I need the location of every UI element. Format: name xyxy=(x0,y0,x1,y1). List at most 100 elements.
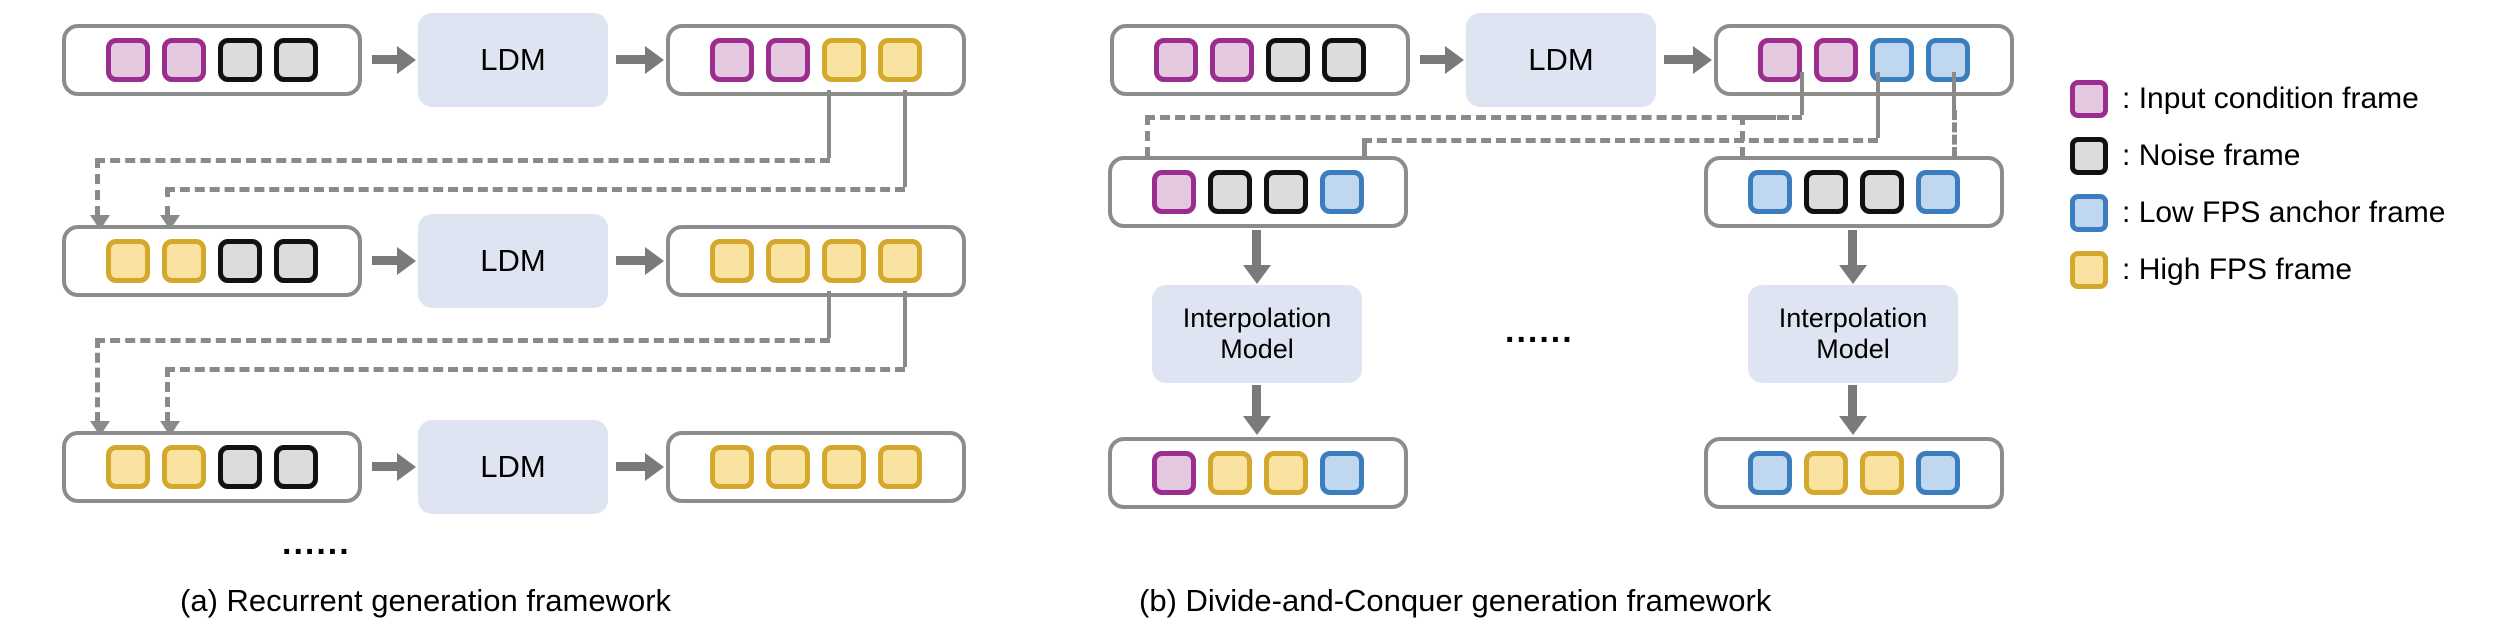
legend-text: Input condition frame xyxy=(2138,81,2419,115)
frame-input-condition xyxy=(162,38,206,82)
frame-high-fps xyxy=(1208,451,1252,495)
legend-swatch-input-condition xyxy=(2070,79,2108,118)
frame-noise xyxy=(274,445,318,489)
frame-noise xyxy=(218,239,262,283)
routing-stub xyxy=(1876,72,1880,138)
routing-arrow-down xyxy=(1357,138,1377,171)
frame-high-fps xyxy=(710,239,754,283)
frame-high-fps xyxy=(822,38,866,82)
panel-a-row1-output-strip xyxy=(666,24,966,96)
feedback-stub xyxy=(903,291,907,367)
panel-b-branch2-input-strip xyxy=(1704,156,2004,228)
legend-separator: : xyxy=(2122,252,2131,286)
panel-b-branch1-output-strip xyxy=(1108,437,1408,509)
frame-noise xyxy=(1264,170,1308,214)
frame-low-fps-anchor xyxy=(1320,170,1364,214)
panel-a: LDM LDM xyxy=(0,0,1050,618)
arrow-input-to-ldm xyxy=(372,256,398,265)
frame-input-condition xyxy=(1210,38,1254,82)
ldm-box: LDM xyxy=(418,13,608,107)
panel-a-row2-output-strip xyxy=(666,225,966,297)
frame-input-condition xyxy=(1152,451,1196,495)
feedback-line xyxy=(95,158,830,163)
interpolation-model-label-line1: Interpolation xyxy=(1182,302,1332,333)
feedback-arrow-down xyxy=(90,158,110,230)
arrow-ldm-to-output xyxy=(616,462,646,471)
frame-high-fps xyxy=(106,445,150,489)
frame-noise xyxy=(1208,170,1252,214)
interpolation-model-box: Interpolation Model xyxy=(1152,285,1362,383)
panel-b-ellipsis: ...... xyxy=(1505,312,1574,350)
legend-item-noise-frame: : Noise frame xyxy=(2070,127,2500,184)
feedback-arrow-down xyxy=(90,338,110,436)
frame-input-condition xyxy=(710,38,754,82)
routing-arrow-down xyxy=(1947,110,1967,171)
frame-input-condition xyxy=(1154,38,1198,82)
frame-low-fps-anchor xyxy=(1926,38,1970,82)
frame-high-fps xyxy=(106,239,150,283)
frame-input-condition xyxy=(1152,170,1196,214)
ldm-label: LDM xyxy=(480,243,546,279)
ldm-label: LDM xyxy=(480,449,546,485)
frame-low-fps-anchor xyxy=(1320,451,1364,495)
interpolation-model-label-line1: Interpolation xyxy=(1778,302,1928,333)
legend-label-noise: : Noise frame xyxy=(2122,139,2300,173)
panel-b-branch2-output-strip xyxy=(1704,437,2004,509)
frame-input-condition xyxy=(766,38,810,82)
routing-line xyxy=(1145,115,1802,120)
legend-separator: : xyxy=(2122,81,2131,115)
arrow-to-interpolation-model xyxy=(1848,230,1857,266)
arrow-input-to-ldm xyxy=(372,462,398,471)
frame-low-fps-anchor xyxy=(1748,170,1792,214)
frame-noise xyxy=(1266,38,1310,82)
frame-high-fps xyxy=(162,445,206,489)
legend-swatch-noise xyxy=(2070,136,2108,175)
panel-b-caption: (b) Divide-and-Conquer generation framew… xyxy=(1139,583,1772,618)
panel-a-caption: (a) Recurrent generation framework xyxy=(180,583,672,618)
arrow-ldm-to-output xyxy=(1664,55,1694,64)
ldm-label: LDM xyxy=(1528,42,1594,78)
frame-high-fps xyxy=(710,445,754,489)
frame-high-fps xyxy=(1264,451,1308,495)
frame-noise xyxy=(1322,38,1366,82)
routing-stub xyxy=(1952,72,1956,115)
panel-b-stage1-input-strip xyxy=(1110,24,1410,96)
routing-line xyxy=(1362,138,1878,143)
frame-noise xyxy=(218,38,262,82)
legend-label-high-fps: : High FPS frame xyxy=(2122,253,2352,287)
legend-label-low-fps-anchor: : Low FPS anchor frame xyxy=(2122,196,2445,230)
legend-text: Noise frame xyxy=(2138,138,2301,172)
feedback-arrow-down xyxy=(160,367,180,436)
routing-line xyxy=(1740,115,1802,120)
feedback-stub xyxy=(827,291,831,338)
arrow-interpolation-to-output xyxy=(1252,385,1261,417)
panel-a-row1-input-strip xyxy=(62,24,362,96)
routing-arrow-down xyxy=(1735,115,1755,171)
legend-item-input-condition-frame: : Input condition frame xyxy=(2070,70,2500,127)
frame-high-fps xyxy=(766,239,810,283)
arrow-input-to-ldm xyxy=(1420,55,1446,64)
panel-b-branch1-input-strip xyxy=(1108,156,1408,228)
frame-noise xyxy=(1804,170,1848,214)
arrow-to-interpolation-model xyxy=(1252,230,1261,266)
panel-a-ellipsis: ...... xyxy=(282,524,351,562)
legend-separator: : xyxy=(2122,138,2131,172)
frame-high-fps xyxy=(822,445,866,489)
frame-high-fps xyxy=(162,239,206,283)
legend: : Input condition frame : Noise frame : … xyxy=(2070,70,2500,298)
feedback-line xyxy=(165,187,905,192)
frame-noise xyxy=(274,239,318,283)
legend-separator: : xyxy=(2122,195,2131,229)
feedback-line xyxy=(95,338,830,343)
frame-high-fps xyxy=(1804,451,1848,495)
interpolation-model-label-line2: Model xyxy=(1816,334,1890,364)
interpolation-model-label-line2: Model xyxy=(1220,334,1294,364)
panel-b: LDM xyxy=(1100,0,2050,618)
arrow-interpolation-to-output xyxy=(1848,385,1857,417)
panel-b-stage1-output-strip xyxy=(1714,24,2014,96)
feedback-line xyxy=(165,367,905,372)
frame-high-fps xyxy=(766,445,810,489)
ldm-box: LDM xyxy=(418,214,608,308)
routing-arrow-down xyxy=(1140,115,1160,171)
